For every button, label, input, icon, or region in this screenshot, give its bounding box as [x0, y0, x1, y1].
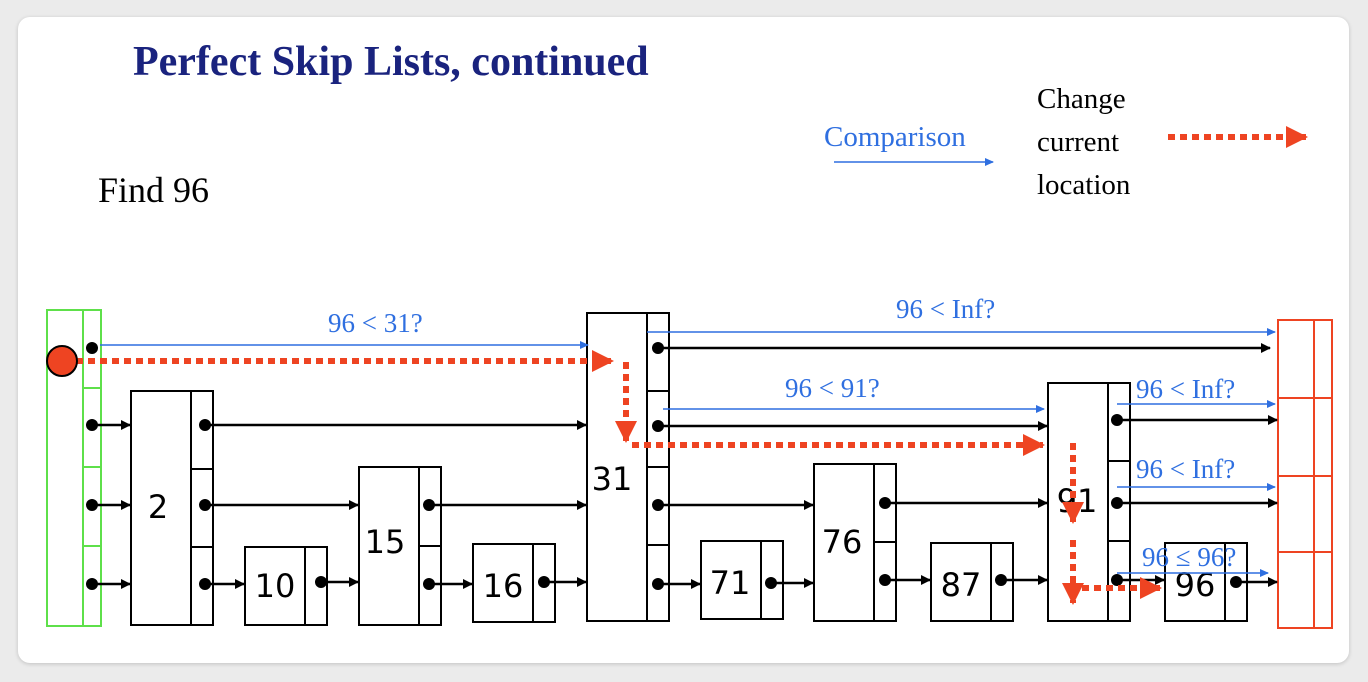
slide: Perfect Skip Lists, continued Find 96 Co…: [18, 17, 1349, 663]
comparison-label-2: 96 < Inf?: [896, 294, 995, 324]
comparison-label-4: 96 < Inf?: [1136, 374, 1235, 404]
comparison-label-6: 96 ≤ 96?: [1142, 542, 1236, 572]
legend-change-line-2: current: [1037, 126, 1119, 158]
legend-comparison-label: Comparison: [824, 121, 966, 153]
head-sentinel: [46, 309, 102, 627]
node-10: [244, 546, 328, 626]
comparison-arrows: [100, 328, 1276, 577]
comparison-label-3: 96 < 91?: [785, 373, 880, 403]
pointer-dots: [86, 342, 1242, 590]
legend: Comparison Change current location: [824, 83, 1308, 201]
node-87: [930, 542, 1014, 622]
slide-title: Perfect Skip Lists, continued: [133, 39, 649, 85]
skip-list-diagram: Perfect Skip Lists, continued Find 96 Co…: [46, 39, 1333, 629]
comparison-label-1: 96 < 31?: [328, 308, 423, 338]
node-label-15: 15: [365, 523, 406, 561]
node-label-2: 2: [148, 488, 168, 526]
legend-change-line-1: Change: [1037, 83, 1126, 115]
tail-sentinel: [1277, 319, 1333, 629]
node-label-16: 16: [483, 567, 524, 605]
legend-change-line-3: location: [1037, 169, 1131, 201]
node-label-91: 91: [1057, 482, 1098, 520]
node-label-31: 31: [592, 460, 633, 498]
node-71: [700, 540, 784, 620]
node-2: [130, 390, 214, 626]
node-31: [586, 312, 670, 622]
comparison-label-5: 96 < Inf?: [1136, 454, 1235, 484]
current-location-marker: [46, 345, 78, 377]
node-label-10: 10: [255, 567, 296, 605]
search-path: [76, 350, 1162, 605]
node-label-87: 87: [941, 566, 982, 604]
task-label: Find 96: [98, 170, 209, 210]
forward-pointers: [92, 343, 1278, 589]
node-76: [813, 463, 897, 622]
node-label-76: 76: [822, 523, 863, 561]
node-label-71: 71: [710, 564, 751, 602]
node-15: [358, 466, 442, 626]
